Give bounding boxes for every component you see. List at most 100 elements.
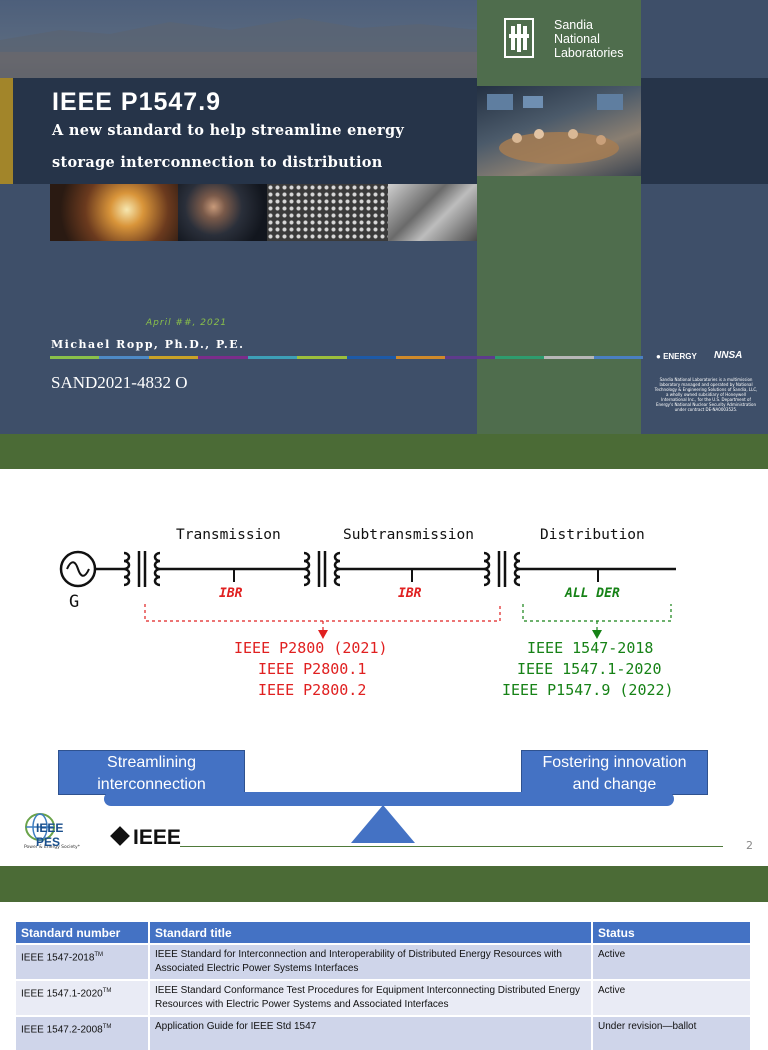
trademark-mark: TM <box>102 1024 112 1030</box>
header-standard-number: Standard number <box>16 922 150 944</box>
ieee-logo: IEEE <box>110 826 181 850</box>
title-band <box>0 78 477 184</box>
color-bar-segment <box>346 356 396 359</box>
trademark-mark: TM <box>94 952 104 958</box>
pes-globe-icon <box>25 813 55 841</box>
presentation-title: IEEE P1547.9 <box>52 88 222 116</box>
pes-tagline: Power & Energy Society* <box>24 845 80 850</box>
logo-line-2: National <box>554 32 600 46</box>
tag-ibr-transmission: IBR <box>219 586 243 601</box>
ibr-arrow-head <box>318 630 328 639</box>
header-status: Status <box>592 922 752 944</box>
presentation-subtitle-line2: storage interconnection to distribution <box>52 154 383 171</box>
logo-line-1: Sandia <box>554 18 593 32</box>
standard-p2800-2: IEEE P2800.2 <box>258 681 367 699</box>
generator-icon <box>59 550 97 588</box>
grid-one-line-diagram <box>59 550 676 639</box>
segment-label-transmission: Transmission <box>176 527 281 543</box>
innovation-box-line2: and change <box>572 776 657 793</box>
color-bar-segment <box>50 356 100 359</box>
sandia-logo-text: Sandia National Laboratories <box>554 18 624 60</box>
researcher-photo <box>178 184 267 241</box>
header-standard-title: Standard title <box>149 922 593 944</box>
generator-label: G <box>69 592 80 612</box>
color-bar-segment <box>297 356 347 359</box>
standard-p2800: IEEE P2800 (2021) <box>234 639 388 657</box>
standard-p2800-1: IEEE P2800.1 <box>258 660 367 678</box>
standard-1547-1-2020: IEEE 1547.1-2020 <box>517 660 662 678</box>
doe-energy-logo: ● ENERGY <box>656 352 697 361</box>
footer-rule <box>180 846 723 847</box>
green-column <box>477 0 641 434</box>
cell-standard-title: Application Guide for IEEE Std 1547 <box>149 1015 593 1050</box>
ieee-pes-logo: IEEE PES Power & Energy Society* <box>24 812 80 850</box>
streamlining-box-line2: interconnection <box>97 776 206 793</box>
segment-label-distribution: Distribution <box>540 527 645 543</box>
logo-line-3: Laboratories <box>554 46 624 60</box>
innovation-box: Fostering innovation and change <box>521 750 708 795</box>
presenter-name: Michael Ropp, Ph.D., P.E. <box>51 338 245 351</box>
cell-status: Under revision—ballot <box>592 1015 752 1050</box>
ieee-logo-text: IEEE <box>133 826 181 849</box>
color-bar-segment <box>99 356 149 359</box>
doe-seal-icon: ● <box>656 352 664 361</box>
table-row: IEEE 1547.1-2020TM IEEE Standard Conform… <box>16 979 752 1016</box>
color-bar-segment <box>148 356 199 359</box>
table-row: IEEE 1547-2018TM IEEE Standard for Inter… <box>16 943 752 980</box>
streamlining-box: Streamlining interconnection <box>58 750 245 795</box>
innovation-box-line1: Fostering innovation <box>542 754 687 771</box>
standard-number: IEEE 1547.2-2008 <box>21 1024 103 1036</box>
sand-number: SAND2021-4832 O <box>51 373 188 392</box>
color-bar-segment <box>247 356 298 359</box>
standards-table: Standard number Standard title Status IE… <box>16 922 752 1050</box>
color-bar-segment <box>544 356 594 359</box>
transformer-icon <box>483 551 521 587</box>
color-bar-segment <box>395 356 446 359</box>
tag-ibr-subtransmission: IBR <box>398 586 422 601</box>
nnsa-logo: NNSA <box>714 350 743 361</box>
landscape-photo <box>0 0 477 78</box>
control-room-photo <box>477 86 641 176</box>
energy-logo-text: ENERGY <box>663 352 697 361</box>
pes-logo-text: IEEE PES <box>36 821 64 849</box>
slide-separator <box>0 434 768 469</box>
tag-all-der: ALL DER <box>565 586 620 601</box>
sandia-thunderbird-icon <box>504 18 534 58</box>
standard-number: IEEE 1547-2018 <box>21 952 95 964</box>
balance-fulcrum <box>351 805 415 843</box>
presentation-subtitle-line1: A new standard to help streamline energy <box>52 122 405 139</box>
standard-1547-2018: IEEE 1547-2018 <box>527 639 654 657</box>
streamlining-box-line1: Streamlining <box>107 754 196 771</box>
microstructure-photo <box>267 184 388 241</box>
standard-p1547-9: IEEE P1547.9 (2022) <box>502 681 674 699</box>
cell-standard-number: IEEE 1547.1-2020TM <box>16 979 150 1016</box>
presentation-date: April ##, 2021 <box>146 318 228 328</box>
color-bar-segment <box>494 356 545 359</box>
title-slide: IEEE P1547.9 A new standard to help stre… <box>0 0 768 434</box>
cell-standard-number: IEEE 1547-2018TM <box>16 943 150 980</box>
balance-beam <box>104 792 674 806</box>
transformer-icon <box>123 551 161 587</box>
cell-standard-title: IEEE Standard for Interconnection and In… <box>149 943 593 980</box>
cell-status: Active <box>592 943 752 980</box>
der-arrow-head <box>592 630 602 639</box>
color-accent-bar <box>50 356 644 359</box>
photo-strip <box>50 184 477 241</box>
cell-standard-title: IEEE Standard Conformance Test Procedure… <box>149 979 593 1016</box>
title-accent-bar <box>0 78 13 184</box>
standard-number: IEEE 1547.1-2020 <box>21 988 103 1000</box>
color-bar-segment <box>198 356 248 359</box>
cell-status: Active <box>592 979 752 1016</box>
trademark-mark: TM <box>102 988 112 994</box>
color-bar-segment <box>593 356 644 359</box>
sandia-disclaimer: Sandia National Laboratories is a multim… <box>654 377 758 412</box>
transformer-icon <box>303 551 341 587</box>
page-number: 2 <box>746 839 753 852</box>
ibr-bracket <box>144 604 501 622</box>
metal-surface-photo <box>388 184 477 241</box>
ieee-diamond-icon <box>110 826 130 846</box>
slide-separator <box>0 866 768 902</box>
cell-standard-number: IEEE 1547.2-2008TM <box>16 1015 150 1050</box>
der-bracket <box>522 604 672 622</box>
color-bar-segment <box>445 356 495 359</box>
